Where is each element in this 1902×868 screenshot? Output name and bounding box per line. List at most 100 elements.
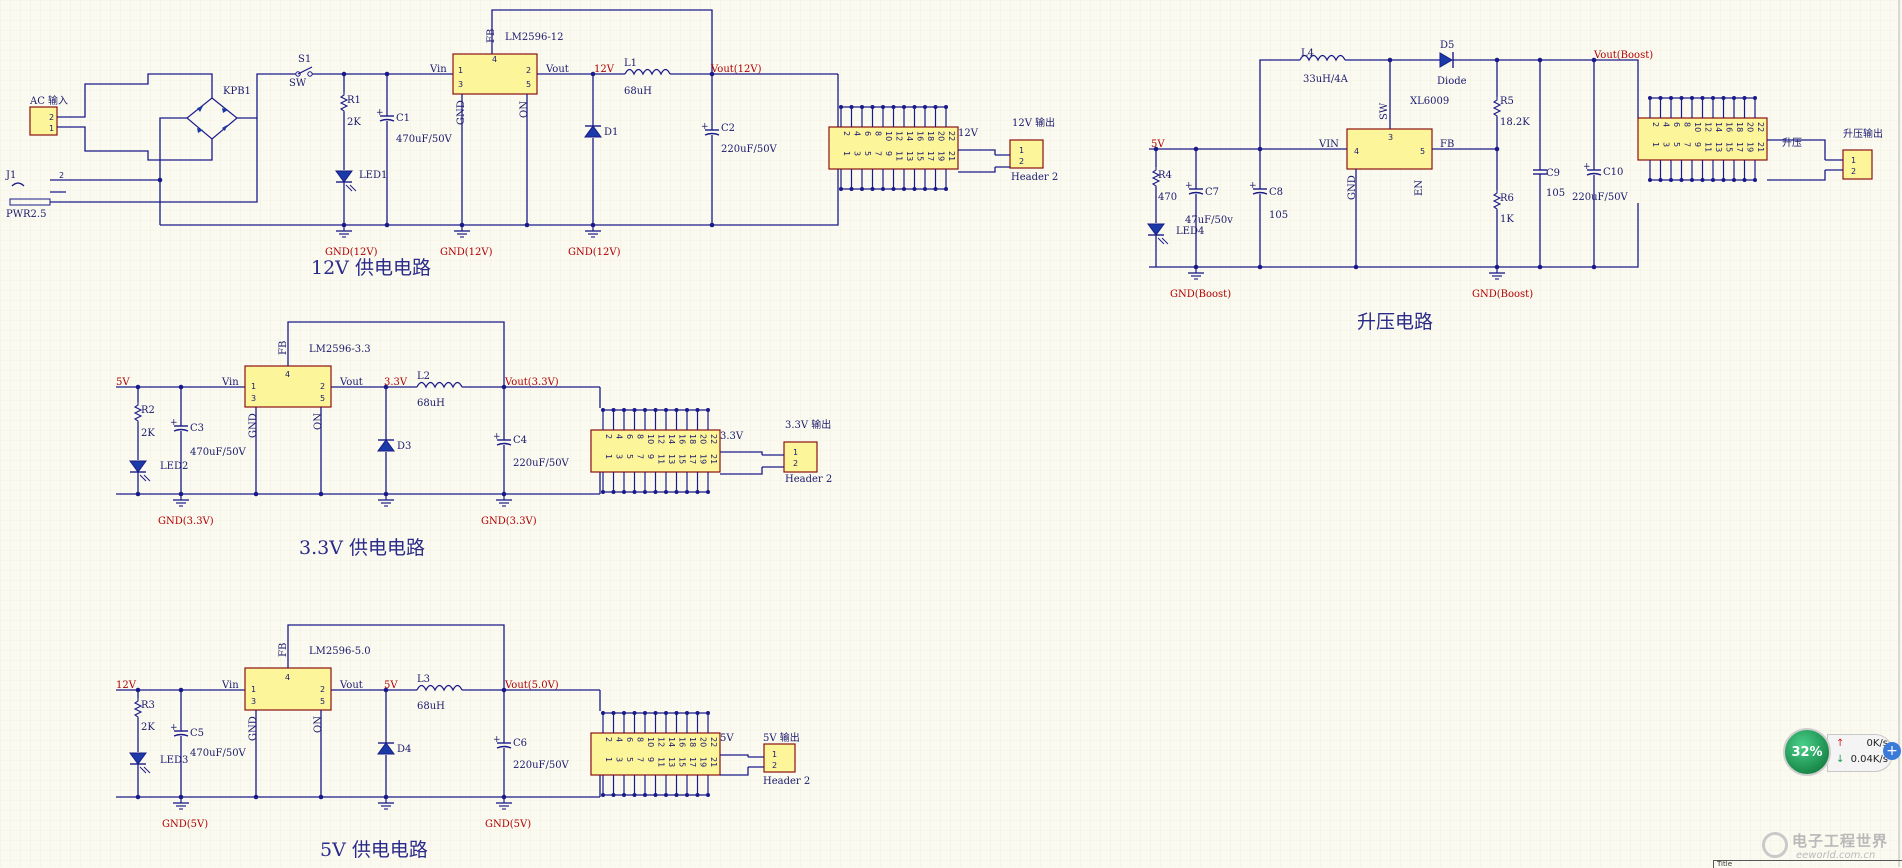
network-monitor-widget[interactable]: ↑ 0K/s ↓ 0.04K/s 32% + — [1783, 728, 1902, 780]
net-12v-in: 12V — [116, 680, 137, 691]
c4-ref: C4 — [513, 435, 527, 446]
r4-value: 470 — [1158, 192, 1177, 203]
connector-pin-top: 2 — [604, 434, 613, 439]
c8-ref: C8 — [1269, 187, 1283, 198]
connector-pin-bottom: 15 — [916, 151, 925, 161]
circuit-boost: 5V R4 470 LED4 C7 47uF/50v C8 105 L4 33u… — [1147, 40, 1883, 333]
gnd-12v-c: GND(12V) — [568, 247, 621, 258]
l3-value: 68uH — [417, 701, 445, 712]
svg-text:5: 5 — [320, 394, 325, 403]
c7-ref: C7 — [1205, 187, 1219, 198]
ic-boost-sw-pin: SW — [1379, 102, 1390, 120]
connector-pin-top: 10 — [646, 737, 655, 747]
title-5v: 5V 供电电路 — [320, 839, 428, 861]
connector-pin-bottom: 19 — [1746, 142, 1755, 152]
connector-pin-bottom: 17 — [688, 757, 697, 767]
l4-ref: L4 — [1301, 48, 1314, 59]
upload-speed: 0K/s — [1866, 738, 1889, 749]
l4-value: 33uH/4A — [1303, 74, 1349, 85]
led3-ref: LED3 — [160, 755, 188, 766]
ac-input-connector[interactable] — [29, 106, 58, 136]
connector-pin-top: 10 — [1693, 122, 1702, 132]
output-header-12v[interactable] — [1009, 139, 1044, 169]
connector-pin-top: 16 — [678, 737, 687, 747]
inductor-l2[interactable] — [416, 381, 463, 389]
c3-value: 470uF/50V — [190, 447, 247, 458]
d5-ref: D5 — [1440, 40, 1454, 51]
net-boost-vin: 5V — [1151, 139, 1165, 150]
dc-jack[interactable] — [9, 179, 66, 206]
gnd-5v-a: GND(5V) — [162, 819, 208, 830]
hdr5-pin-2: 2 — [772, 761, 777, 770]
connector-pin-top: 6 — [625, 434, 634, 439]
jack-ref: J1 — [5, 170, 16, 181]
connector-pin-bottom: 19 — [937, 151, 946, 161]
output-header-5v[interactable] — [763, 743, 796, 773]
svg-text:4: 4 — [285, 370, 290, 379]
l2-ref: L2 — [417, 371, 430, 382]
ic-5v-on-pin: ON — [313, 716, 324, 733]
gnd-boost-b: GND(Boost) — [1472, 289, 1533, 300]
jack-pin-2: 2 — [59, 171, 64, 180]
memory-usage-ball[interactable]: 32% — [1783, 728, 1831, 776]
connector-pin-bottom: 21 — [947, 151, 956, 161]
r1-ref: R1 — [347, 95, 361, 106]
c1-ref: C1 — [396, 113, 410, 124]
connector-pin-bottom: 5 — [863, 151, 872, 156]
ic-12v-vout-pin: Vout — [545, 64, 569, 75]
connector-pin-bottom: 13 — [905, 151, 914, 161]
connector-pin-top: 12 — [657, 737, 666, 747]
ic-12v-name: LM2596-12 — [505, 32, 563, 43]
connector-pin-bottom: 7 — [636, 454, 645, 459]
connector-pin-top: 8 — [636, 434, 645, 439]
c9-value: 105 — [1546, 188, 1565, 199]
net-3v3-sw: 3.3V — [384, 377, 408, 388]
connector-pin-top: 6 — [1672, 122, 1681, 127]
upload-speed-row: ↑ 0K/s — [1836, 738, 1889, 749]
led1-ref: LED1 — [359, 170, 387, 181]
inductor-l4[interactable] — [1299, 54, 1346, 62]
svg-text:4: 4 — [285, 673, 290, 682]
bridge-ref: KPB1 — [223, 86, 251, 97]
gnd-12v-a: GND(12V) — [325, 247, 378, 258]
bridge-rectifier[interactable] — [186, 97, 238, 140]
connector-pin-bottom: 11 — [657, 757, 666, 767]
regulator-ic-5v[interactable] — [244, 667, 332, 711]
hdr12-value: Header 2 — [1011, 172, 1058, 183]
inductor-l3[interactable] — [416, 684, 463, 692]
connector-pin-top: 12 — [1704, 122, 1713, 132]
connector-pin-top: 4 — [1662, 122, 1671, 127]
connector-pin-bottom: 1 — [604, 454, 613, 459]
connector-pin-bottom: 7 — [874, 151, 883, 156]
output-header-3v3[interactable] — [783, 441, 818, 473]
ic-5v-vin-pin: Vin — [221, 680, 239, 691]
connector-pin-top: 22 — [709, 434, 718, 444]
d5-value: Diode — [1437, 76, 1467, 87]
connector-pin-bottom: 17 — [926, 151, 935, 161]
inductor-l1[interactable] — [624, 68, 671, 76]
ac-input-label: AC 输入 — [29, 94, 68, 107]
connector-pin-top: 18 — [926, 131, 935, 141]
connector-pin-bottom: 21 — [709, 454, 718, 464]
l3-ref: L3 — [417, 674, 430, 685]
boost-ic-xl6009[interactable] — [1346, 128, 1433, 170]
c3-ref: C3 — [190, 423, 204, 434]
connector-pin-top: 2 — [1651, 122, 1660, 127]
connector-pin-top: 16 — [678, 434, 687, 444]
regulator-ic-12v[interactable] — [452, 53, 538, 95]
expand-plus-icon[interactable]: + — [1883, 742, 1901, 760]
c9-ref: C9 — [1546, 168, 1560, 179]
connector-pin-bottom: 21 — [1756, 142, 1765, 152]
output-header-boost[interactable] — [1842, 149, 1873, 180]
connector-pin-bottom: 1 — [842, 151, 851, 156]
c6-ref: C6 — [513, 738, 527, 749]
ic-3v3-gnd-pin: GND — [248, 413, 259, 438]
connector-pin-bottom: 15 — [678, 454, 687, 464]
connector-pin-top: 10 — [646, 434, 655, 444]
hdr33-pin-2: 2 — [793, 459, 798, 468]
